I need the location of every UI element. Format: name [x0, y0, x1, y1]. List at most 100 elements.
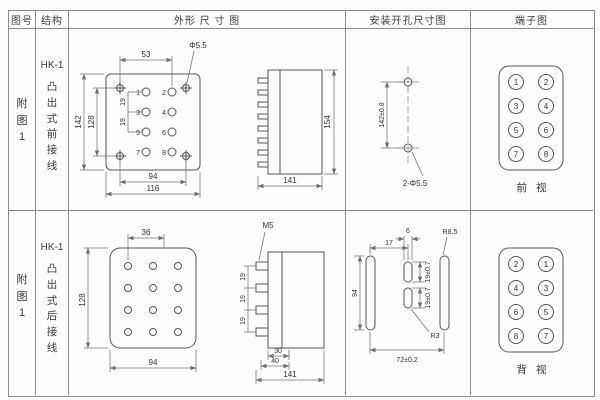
dim-19-tol-a: 19±0.7 — [425, 261, 432, 282]
rear-view-dimension-labels: 36 128 94 M5 19 19 19 30 40 141 — [78, 221, 297, 379]
terminal-number: 6 — [162, 130, 166, 137]
fig-number-row1: 附 图 1 — [8, 96, 36, 146]
dim-128: 128 — [87, 115, 96, 129]
terminal-circle-number: 8 — [544, 150, 549, 159]
dim-phi5-5: Φ5.5 — [189, 41, 207, 50]
header-fig-no: 图号 — [11, 15, 33, 27]
dim-40: 40 — [271, 358, 279, 365]
dim-30: 30 — [274, 348, 282, 355]
front-view-dimension-labels: 53 Φ5.5 142 128 19 19 94 116 154 141 — [74, 41, 332, 193]
grid-line-h-header — [8, 28, 593, 29]
fig-char: 图 — [16, 114, 28, 127]
dim-141: 141 — [283, 176, 297, 185]
header-outline: 外形 尺 寸 图 — [173, 15, 241, 27]
structure-char: 线 — [46, 341, 58, 354]
view-caption-rear: 背 视 — [517, 363, 550, 376]
dim-142-tol: 142±0.8 — [379, 102, 386, 127]
header-structure: 结构 — [41, 15, 63, 27]
outline-drawing-rear-wiring: 36 128 94 M5 19 19 19 30 40 141 — [78, 221, 325, 384]
structure-char: 出 — [46, 278, 58, 291]
terminal-circle-number: 4 — [514, 284, 519, 293]
dim-17: 17 — [385, 240, 393, 247]
structure-char: 凸 — [46, 81, 58, 93]
outline-drawing-front-wiring: 53 Φ5.5 142 128 19 19 94 116 154 141 1 2… — [74, 41, 338, 198]
install-slots — [365, 255, 450, 331]
terminal-circle-number: 8 — [514, 332, 519, 341]
model-label-row1: HK-1 — [40, 59, 64, 71]
grid-line-v3 — [345, 10, 346, 395]
holes-callout: 2-Φ5.5 — [403, 179, 428, 188]
structure-char: 凸 — [46, 263, 58, 275]
structure-char: 式 — [46, 294, 58, 307]
structure-char: 接 — [46, 144, 58, 156]
header-install: 安装开孔尺寸图 — [369, 15, 447, 27]
side-view-body — [257, 69, 323, 175]
dim-128: 128 — [78, 293, 87, 307]
rear-side-dimension-lines — [244, 231, 325, 384]
structure-label-row1: 凸 出 式 前 接 线 — [36, 80, 68, 175]
header-terminal: 端子图 — [515, 15, 548, 27]
terminal-number: 5 — [136, 130, 140, 137]
terminal-circle-number: 1 — [544, 260, 549, 269]
dim-19-2: 19 — [240, 295, 247, 303]
side-view-dimension-lines — [257, 69, 338, 190]
terminal-circle-number: 3 — [514, 102, 519, 111]
dim-94: 94 — [352, 289, 359, 297]
terminal-numbers: 2 1 4 3 6 5 8 7 — [514, 260, 549, 341]
terminal-circle-number: 2 — [514, 260, 519, 269]
terminal-circle-number: 4 — [544, 102, 549, 111]
terminal-circle-number: 6 — [544, 126, 549, 135]
terminal-number: 7 — [136, 150, 140, 157]
terminal-diagram-front: 1 2 3 4 5 6 7 8 前 视 — [498, 65, 564, 194]
install-dimension-lines — [354, 236, 448, 354]
fig-char: 图 — [16, 290, 28, 303]
dim-116: 116 — [147, 184, 160, 193]
terminal-diagram-rear: 2 1 4 3 6 5 8 7 背 视 — [498, 247, 564, 376]
structure-char: 后 — [46, 310, 58, 323]
dim-r8-5: R8.5 — [443, 229, 458, 236]
terminal-circle-number: 7 — [544, 332, 549, 341]
terminal-circle-number: 1 — [514, 78, 519, 87]
terminal-circle-number: 3 — [544, 284, 549, 293]
terminal-circle-number: 2 — [544, 78, 549, 87]
dim-19-b: 19 — [120, 118, 127, 126]
install-drawing-rear-wiring: 17 6 R8.5 94 19±0.7 19±0.7 R3 72±0.2 — [352, 228, 457, 364]
structure-label-row2: 凸 出 式 后 接 线 — [36, 262, 68, 357]
grid-line-v1 — [35, 10, 36, 395]
terminal-circle-number: 7 — [514, 150, 519, 159]
dim-94: 94 — [149, 358, 158, 367]
terminal-number: 8 — [162, 150, 166, 157]
screw-callout-m5: M5 — [262, 221, 274, 230]
structure-char: 式 — [46, 112, 58, 125]
front-view-dimension-lines — [80, 50, 201, 198]
structure-char: 线 — [46, 159, 58, 172]
fig-char: 附 — [16, 274, 28, 286]
terminal-number: 4 — [162, 110, 166, 117]
terminal-number: 2 — [162, 90, 166, 97]
fig-char: 1 — [18, 307, 26, 319]
dim-19-3: 19 — [240, 317, 247, 325]
front-view-body — [105, 73, 201, 171]
dim-94: 94 — [149, 172, 158, 181]
dim-154: 154 — [323, 115, 332, 129]
dim-r3: R3 — [431, 333, 440, 340]
dim-72-tol: 72±0.2 — [396, 357, 417, 364]
terminal-circle-number: 6 — [514, 308, 519, 317]
fig-char: 附 — [16, 98, 28, 110]
dim-36: 36 — [142, 228, 151, 237]
rear-view-body — [109, 247, 197, 349]
terminal-number: 3 — [136, 110, 140, 117]
install-dimension-labels: 17 6 R8.5 94 19±0.7 19±0.7 R3 72±0.2 — [352, 228, 457, 364]
terminal-outline — [498, 65, 564, 171]
grid-line-v4 — [470, 10, 471, 395]
structure-char: 前 — [46, 128, 58, 141]
dim-141: 141 — [283, 370, 297, 379]
install-drawing-front-wiring: 142±0.8 2-Φ5.5 — [379, 66, 428, 188]
dim-19-a: 19 — [120, 98, 127, 106]
terminal-numbers: 1 2 3 4 5 6 7 8 — [514, 78, 549, 159]
fig-char: 1 — [18, 131, 26, 143]
table-border — [8, 10, 595, 397]
rear-side-view-body — [255, 251, 325, 349]
model-label-row2: HK-1 — [40, 241, 64, 253]
dim-6: 6 — [406, 228, 410, 235]
